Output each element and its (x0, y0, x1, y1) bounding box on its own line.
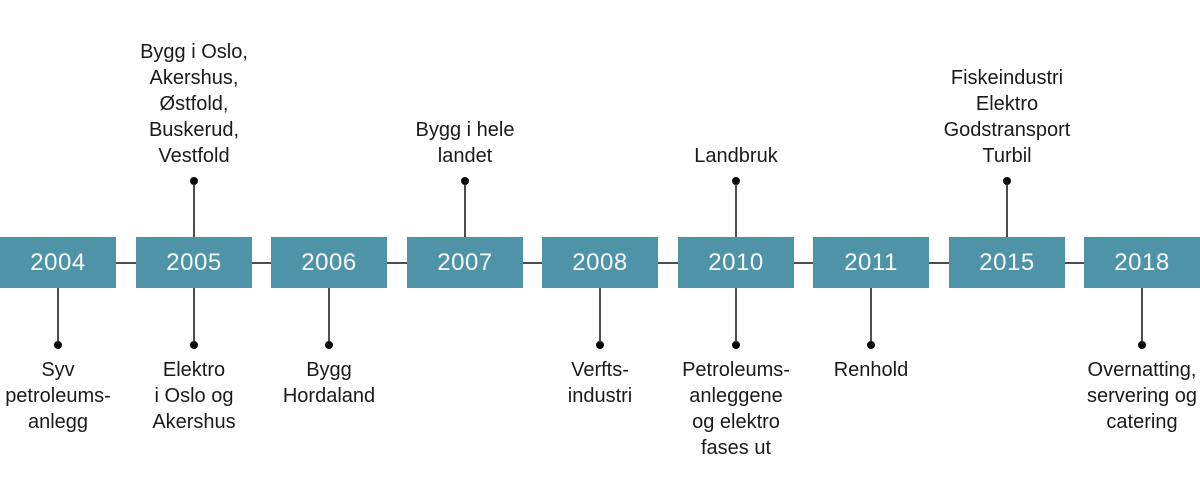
event-label-above-2005: Bygg i Oslo, Akershus, Østfold, Buskerud… (140, 41, 248, 167)
connector-dot (1003, 177, 1011, 185)
event-label-below-2006: Bygg Hordaland (282, 359, 376, 407)
event-label-above-2015: Fiskeindustri Elektro Godstransport Turb… (943, 67, 1071, 167)
year-label: 2004 (30, 248, 86, 276)
connector-line (57, 288, 59, 341)
connector-line (193, 288, 195, 341)
connector-dot (732, 341, 740, 349)
connector-dot (1138, 341, 1146, 349)
connector-dot (732, 177, 740, 185)
year-box-2010: 2010 (678, 237, 794, 288)
connector-dot (461, 177, 469, 185)
event-label-above-2007: Bygg i hele landet (415, 119, 515, 167)
connector-line (735, 185, 737, 237)
year-box-2005: 2005 (136, 237, 252, 288)
connector-dot (325, 341, 333, 349)
connector-line (1006, 185, 1008, 237)
connector-dot (190, 177, 198, 185)
year-label: 2007 (437, 248, 493, 276)
connector-line (1141, 288, 1143, 341)
event-label-below-2008: Verfts- industri (567, 359, 633, 407)
year-label: 2008 (572, 248, 628, 276)
year-label: 2010 (708, 248, 764, 276)
year-box-2006: 2006 (271, 237, 387, 288)
connector-line (193, 185, 195, 237)
connector-line (599, 288, 601, 341)
event-label-below-2011: Renhold (833, 359, 909, 381)
year-label: 2011 (844, 248, 898, 276)
event-label-below-2005: Elektro i Oslo og Akershus (152, 359, 236, 433)
connector-dot (596, 341, 604, 349)
connector-line (870, 288, 872, 341)
event-label-above-2010: Landbruk (694, 145, 778, 167)
event-label-below-2004: Syv petroleums- anlegg (5, 359, 111, 433)
connector-line (464, 185, 466, 237)
year-label: 2005 (166, 248, 222, 276)
year-label: 2006 (301, 248, 357, 276)
connector-line (735, 288, 737, 341)
year-label: 2015 (979, 248, 1035, 276)
year-box-2018: 2018 (1084, 237, 1200, 288)
year-box-2008: 2008 (542, 237, 658, 288)
event-label-below-2010: Petroleums- anleggene og elektro fases u… (682, 359, 790, 459)
connector-line (328, 288, 330, 341)
year-box-2004: 2004 (0, 237, 116, 288)
connector-dot (54, 341, 62, 349)
year-box-2015: 2015 (949, 237, 1065, 288)
event-label-below-2018: Overnatting, servering og catering (1086, 359, 1198, 433)
year-label: 2018 (1114, 248, 1170, 276)
connector-dot (190, 341, 198, 349)
connector-dot (867, 341, 875, 349)
year-box-2007: 2007 (407, 237, 523, 288)
year-box-2011: 2011 (813, 237, 929, 288)
